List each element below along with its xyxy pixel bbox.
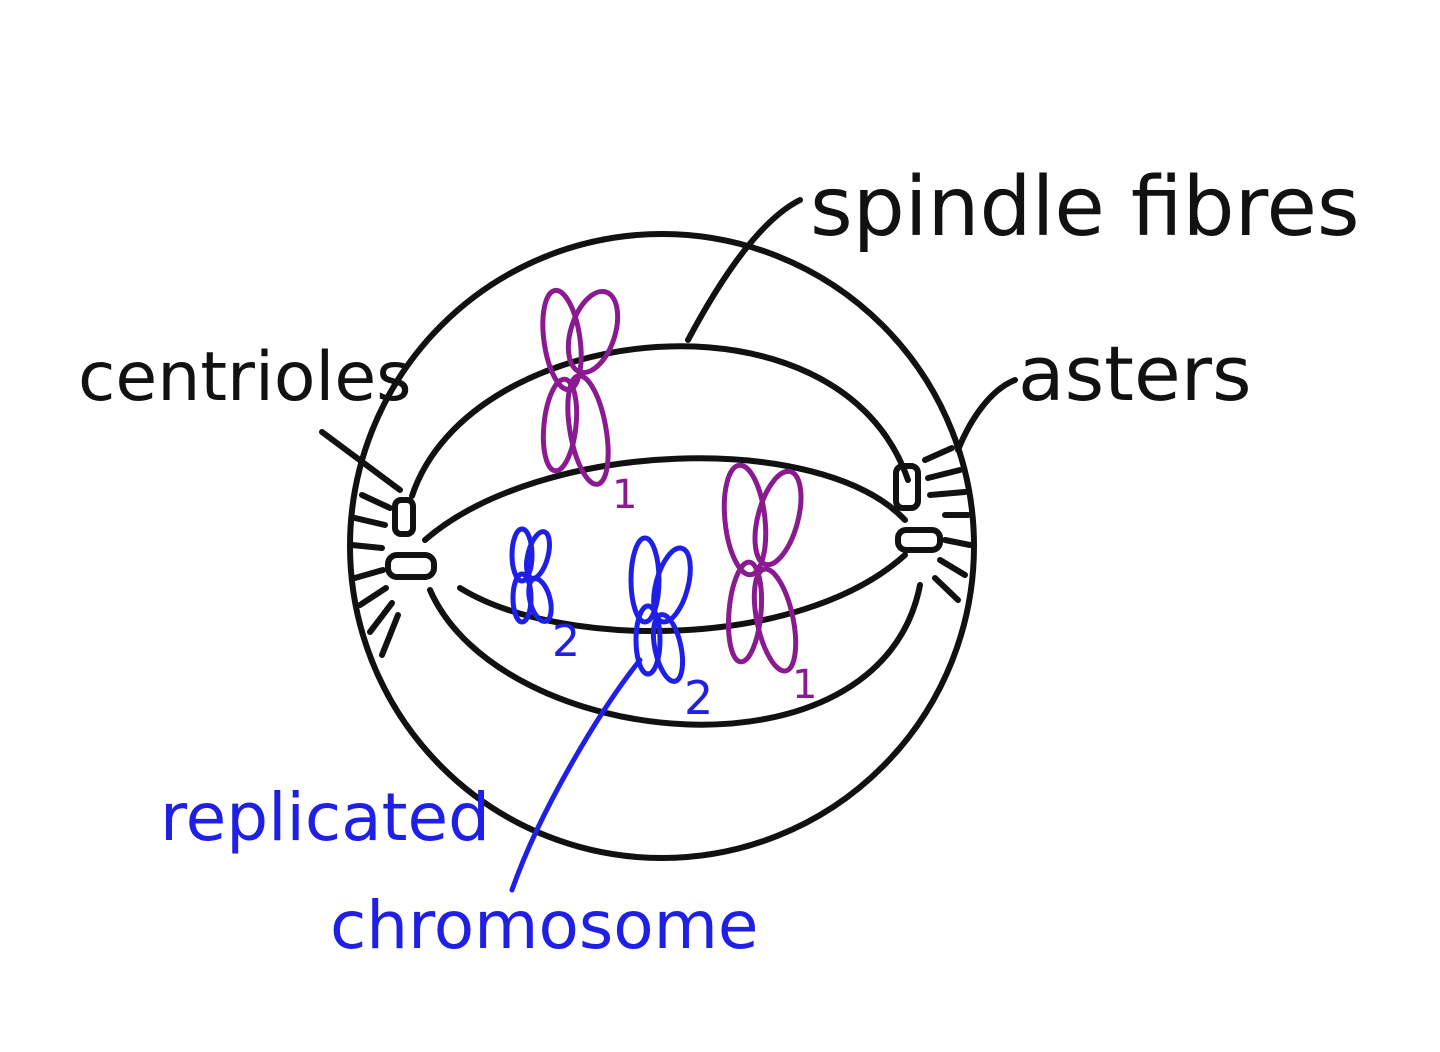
right-centrioles xyxy=(893,463,943,553)
chromosome-purple-right xyxy=(721,462,804,674)
replicated-chromosome-leader xyxy=(509,657,643,893)
chromosome-blue-center xyxy=(628,535,693,684)
label-spindle-fibres: spindle fibres xyxy=(810,160,1360,255)
chromosome-number-right-purple: 1 xyxy=(792,662,817,708)
label-chromosome: chromosome xyxy=(330,887,759,964)
chromosome-purple-top xyxy=(540,287,621,487)
centrioles-leader xyxy=(319,429,403,493)
left-centrioles xyxy=(385,497,437,580)
chromosome-number-top-purple: 1 xyxy=(612,472,637,518)
left-centriole-vertical xyxy=(392,497,416,537)
spindle-fibre-outer-bottom xyxy=(427,582,923,728)
right-aster xyxy=(922,445,973,603)
chromosome-number-center-blue: 2 xyxy=(684,671,713,725)
right-centriole-vertical xyxy=(893,463,921,511)
asters-leader xyxy=(955,377,1018,453)
spindle-fibres-leader xyxy=(685,197,803,343)
label-asters: asters xyxy=(1018,329,1252,418)
right-centriole-horizontal xyxy=(895,527,943,553)
spindle-fibre-outer-top xyxy=(409,343,911,499)
chromosome-number-left-blue: 2 xyxy=(552,616,580,667)
spindle-fibre-inner-top xyxy=(422,455,908,543)
left-centriole-horizontal xyxy=(385,552,437,580)
label-replicated: replicated xyxy=(160,779,490,856)
spindle-fibre-inner-bottom xyxy=(457,552,908,634)
left-aster xyxy=(349,492,401,658)
chromosome-blue-left xyxy=(509,526,554,625)
cell-membrane xyxy=(347,231,977,861)
label-centrioles: centrioles xyxy=(78,338,412,417)
